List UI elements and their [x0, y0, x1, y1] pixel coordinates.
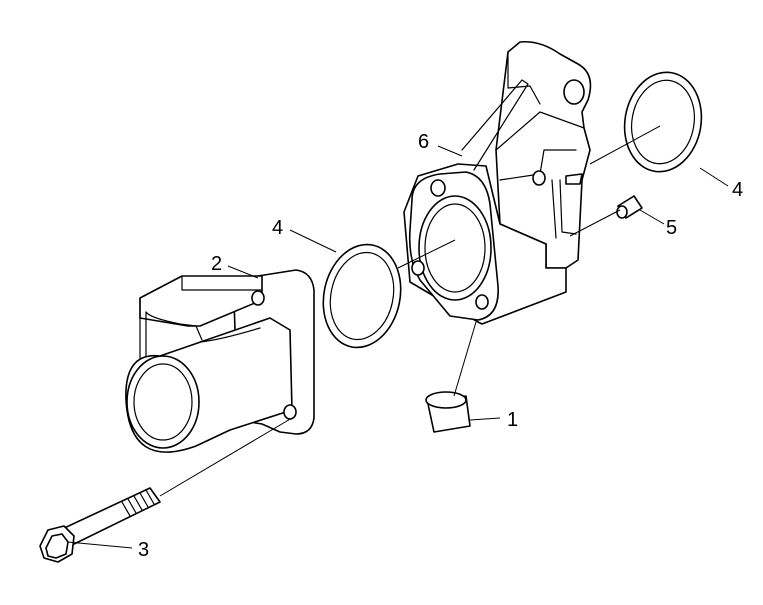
- callout-leaders: [67, 145, 729, 549]
- callout-6: 6: [418, 131, 429, 153]
- part-2-outlet-housing: [125, 269, 315, 453]
- part-6-thermostat-housing: [403, 40, 592, 325]
- part-3-bolt: [39, 417, 293, 563]
- callout-4-left: 4: [272, 217, 283, 239]
- part-5-pin: [616, 195, 643, 219]
- callout-5: 5: [666, 217, 677, 239]
- part-4-o-ring-left: [322, 243, 402, 349]
- callout-4-right: 4: [732, 179, 743, 201]
- callout-3: 3: [138, 539, 149, 561]
- callout-2: 2: [211, 253, 222, 275]
- callout-1: 1: [507, 409, 518, 431]
- part-4-o-ring-right: [623, 71, 703, 173]
- part-1-cap: [425, 391, 471, 433]
- assembly-lines: [397, 125, 661, 397]
